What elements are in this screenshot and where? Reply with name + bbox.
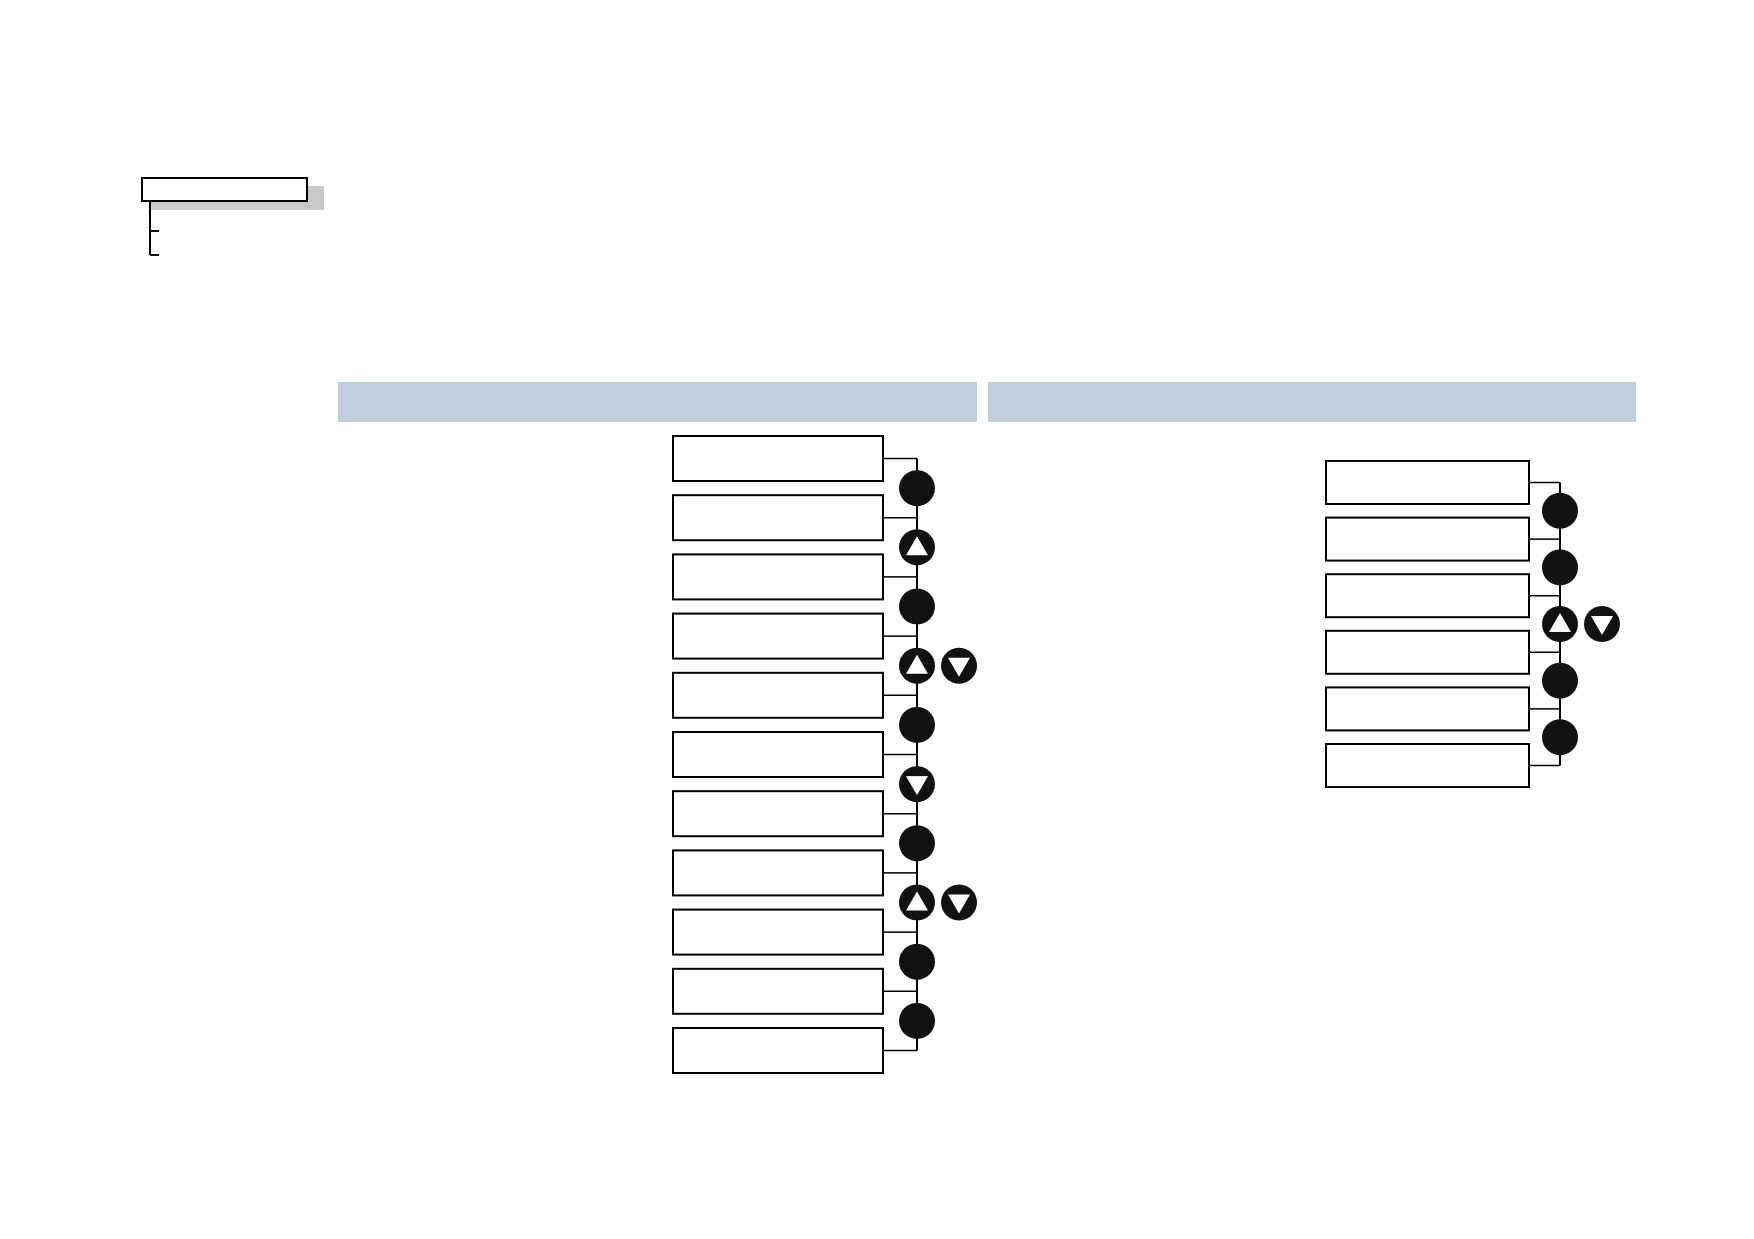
menu-screen xyxy=(672,1027,884,1074)
enter-button-icon[interactable] xyxy=(899,943,935,980)
button-disc[interactable] xyxy=(899,825,935,862)
menu-screen xyxy=(672,671,884,719)
enter-button-icon[interactable] xyxy=(899,470,935,507)
menu-screen-frame xyxy=(672,553,884,601)
button-disc[interactable] xyxy=(1542,719,1578,756)
menu-screen-frame xyxy=(672,790,884,838)
up-arrow-button-icon[interactable] xyxy=(899,529,935,566)
button-disc[interactable] xyxy=(1542,662,1578,699)
menu-screen xyxy=(672,494,884,542)
menu-screen-frame xyxy=(1325,743,1530,788)
enter-button-icon[interactable] xyxy=(1542,492,1578,529)
menu-screen xyxy=(1325,629,1530,675)
menu-screen-frame xyxy=(672,612,884,660)
menu-screen xyxy=(1325,686,1530,732)
enter-button-icon[interactable] xyxy=(899,825,935,862)
up-triangle-glyph xyxy=(906,891,928,911)
enter-button-icon[interactable] xyxy=(1542,662,1578,699)
tree-connectors xyxy=(149,202,159,256)
button-disc[interactable] xyxy=(899,470,935,507)
menu-screen-frame xyxy=(1325,686,1530,732)
button-disc[interactable] xyxy=(899,588,935,625)
menu-screen-frame xyxy=(672,671,884,719)
section-header-right xyxy=(988,382,1636,422)
button-disc[interactable] xyxy=(899,706,935,743)
enter-button-icon[interactable] xyxy=(899,706,935,743)
enter-button-icon[interactable] xyxy=(1542,549,1578,586)
down-triangle-glyph xyxy=(948,657,970,677)
down-triangle-glyph xyxy=(906,776,928,796)
up-arrow-button-icon[interactable] xyxy=(899,884,935,921)
menu-screen xyxy=(672,731,884,778)
menu-screen xyxy=(1325,460,1530,505)
menu-screen-frame xyxy=(672,1027,884,1074)
menu-screen-frame xyxy=(1325,460,1530,505)
enter-button-icon[interactable] xyxy=(1542,719,1578,756)
button-disc[interactable] xyxy=(1542,492,1578,529)
down-arrow-button-icon[interactable] xyxy=(941,647,977,684)
menu-screen xyxy=(672,790,884,838)
up-triangle-glyph xyxy=(1549,613,1571,632)
button-disc[interactable] xyxy=(899,1002,935,1039)
down-arrow-button-icon[interactable] xyxy=(1584,606,1620,642)
button-disc[interactable] xyxy=(1542,549,1578,586)
flow-right xyxy=(1325,460,1620,788)
menu-screen xyxy=(1325,516,1530,562)
menu-screen-frame xyxy=(672,967,884,1015)
menu-screen-frame xyxy=(1325,573,1530,619)
down-triangle-glyph xyxy=(1591,616,1613,635)
flow-left xyxy=(672,435,977,1074)
section-header-left xyxy=(338,382,977,422)
up-triangle-glyph xyxy=(906,536,928,556)
menu-screen-frame xyxy=(1325,516,1530,562)
button-disc[interactable] xyxy=(899,943,935,980)
down-arrow-button-icon[interactable] xyxy=(899,766,935,803)
menu-screen-frame xyxy=(672,908,884,956)
menu-screen xyxy=(1325,743,1530,788)
menu-screen xyxy=(672,967,884,1015)
down-arrow-button-icon[interactable] xyxy=(941,884,977,921)
up-arrow-button-icon[interactable] xyxy=(899,647,935,684)
menu-screen-frame xyxy=(1325,629,1530,675)
enter-button-icon[interactable] xyxy=(899,1002,935,1039)
up-arrow-button-icon[interactable] xyxy=(1542,606,1578,642)
up-triangle-glyph xyxy=(906,654,928,674)
down-triangle-glyph xyxy=(948,894,970,914)
menu-screen-frame xyxy=(672,435,884,482)
tree-root-box xyxy=(141,177,308,202)
menu-screen-frame xyxy=(672,731,884,778)
menu-screen xyxy=(672,849,884,897)
menu-screen-frame xyxy=(672,494,884,542)
menu-screen-frame xyxy=(672,849,884,897)
menu-screen xyxy=(672,612,884,660)
menu-screen xyxy=(672,908,884,956)
menu-screen xyxy=(672,435,884,482)
menu-screen xyxy=(1325,573,1530,619)
menu-screen xyxy=(672,553,884,601)
enter-button-icon[interactable] xyxy=(899,588,935,625)
